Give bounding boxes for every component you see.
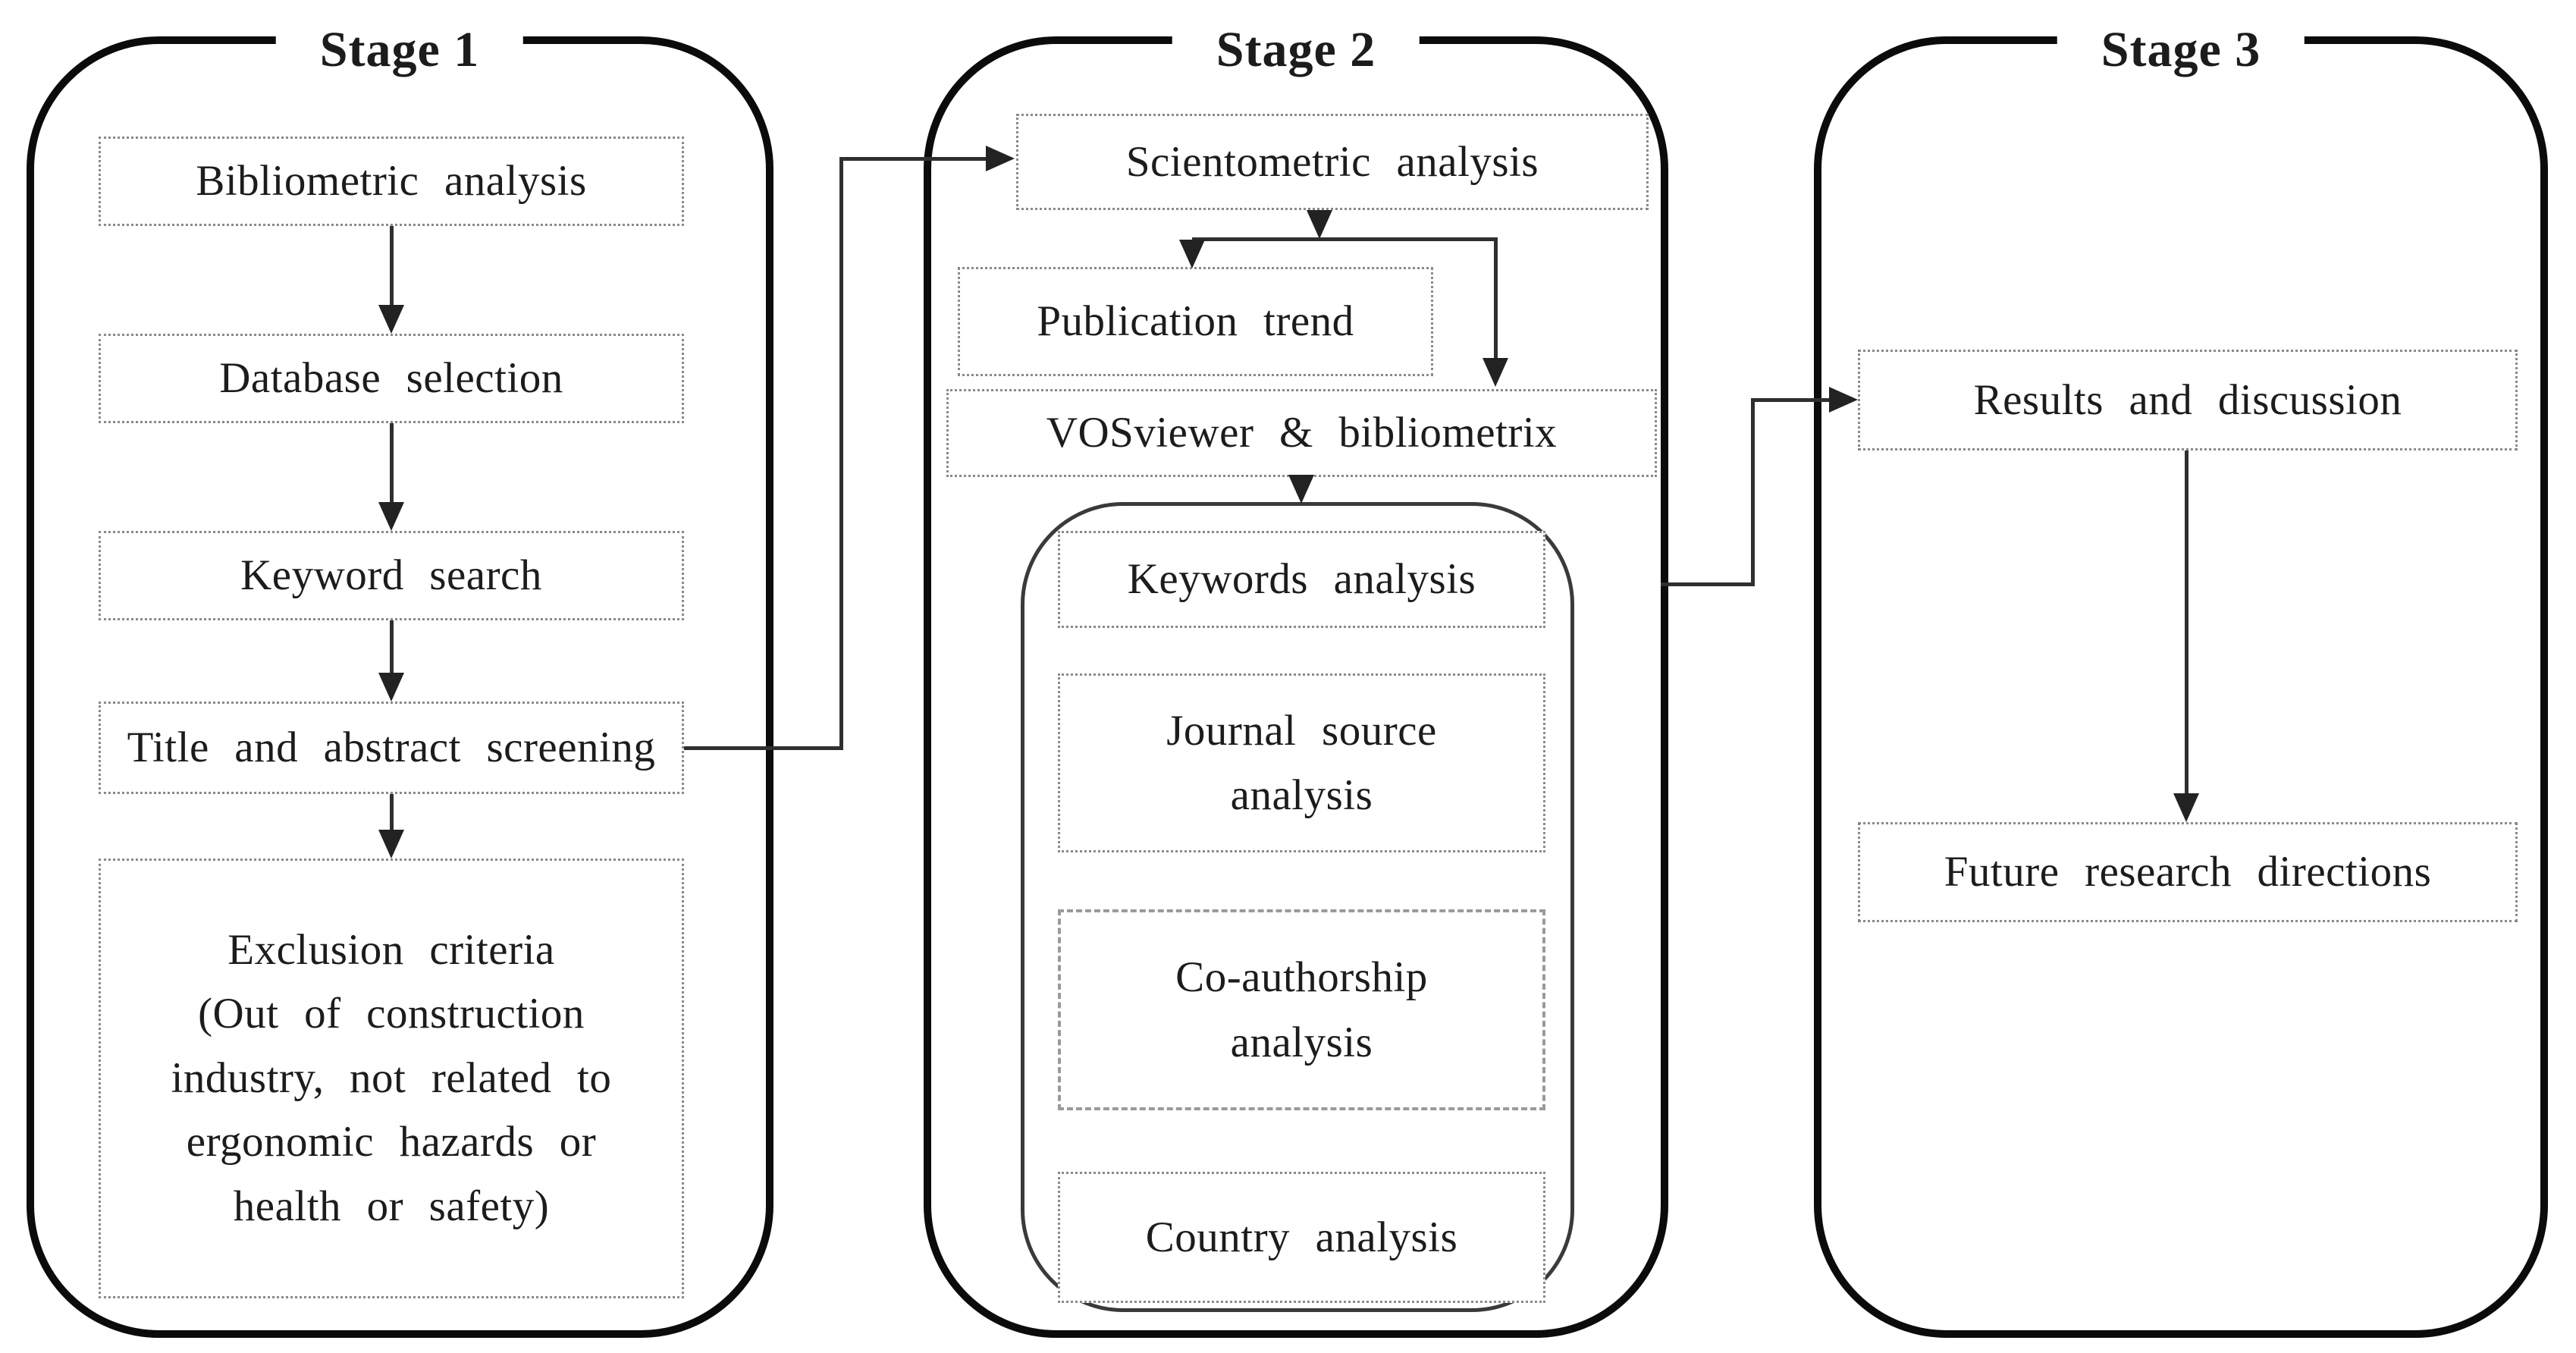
- arrow-database-to-keyword-head: [378, 502, 404, 531]
- box-keyword-search: Keyword search: [99, 531, 684, 620]
- coauthorship-line-1: Co-authorship: [1175, 953, 1428, 1001]
- branch-right-vertical-shaft: [1494, 237, 1498, 359]
- box-results-discussion: Results and discussion: [1858, 350, 2518, 450]
- arrow-screening-to-exclusion-head: [378, 830, 404, 859]
- box-scientometric-analysis: Scientometric analysis: [1016, 114, 1649, 210]
- box-database-selection: Database selection: [99, 334, 684, 423]
- box-scientometric-analysis-label: Scientometric analysis: [1125, 137, 1539, 186]
- box-database-selection-label: Database selection: [219, 354, 563, 403]
- stage3-container: [1814, 36, 2548, 1338]
- arrow-keyword-to-screening-head: [378, 673, 404, 702]
- stage3-title: Stage 3: [2057, 22, 2305, 78]
- exclusion-line-5: health or safety): [233, 1182, 550, 1230]
- coauthorship-line-2: analysis: [1230, 1018, 1373, 1066]
- box-results-discussion-label: Results and discussion: [1973, 375, 2402, 424]
- arrow-branch-to-vosviewer-head: [1483, 358, 1508, 387]
- connector-screening-to-scientometric-bottom-segment: [684, 746, 843, 750]
- box-exclusion-criteria: Exclusion criteria (Out of construction …: [99, 859, 684, 1298]
- arrow-keyword-to-screening-shaft: [390, 620, 394, 674]
- connector-stage2-to-results-head: [1829, 387, 1858, 413]
- box-keyword-search-label: Keyword search: [240, 551, 542, 600]
- box-vosviewer-bibliometrix-label: VOSviewer & bibliometrix: [1046, 409, 1558, 457]
- box-country-analysis-label: Country analysis: [1145, 1213, 1458, 1261]
- box-bibliometric-analysis: Bibliometric analysis: [99, 137, 684, 226]
- exclusion-line-1: Exclusion criteria: [227, 926, 555, 975]
- journal-source-line-2: analysis: [1230, 771, 1373, 819]
- exclusion-line-2: (Out of construction: [198, 990, 585, 1038]
- box-coauthorship-analysis: Co-authorship analysis: [1058, 909, 1545, 1110]
- stage1-title: Stage 1: [275, 22, 524, 78]
- box-title-abstract-screening-label: Title and abstract screening: [127, 724, 656, 772]
- box-title-abstract-screening: Title and abstract screening: [99, 702, 684, 794]
- box-keywords-analysis: Keywords analysis: [1058, 531, 1545, 628]
- box-journal-source-analysis: Journal source analysis: [1058, 673, 1545, 852]
- arrow-bibliometric-to-database-head: [378, 305, 404, 334]
- box-keywords-analysis-label: Keywords analysis: [1127, 555, 1476, 604]
- branch-horizontal-line: [1192, 237, 1498, 241]
- box-future-research-label: Future research directions: [1944, 848, 2432, 896]
- box-vosviewer-bibliometrix: VOSviewer & bibliometrix: [946, 389, 1657, 477]
- arrow-scientometric-to-branch-head: [1307, 210, 1332, 239]
- arrow-results-to-future-shaft: [2185, 450, 2189, 793]
- box-publication-trend-label: Publication trend: [1037, 297, 1354, 346]
- connector-screening-to-scientometric-head: [986, 146, 1015, 171]
- box-country-analysis: Country analysis: [1058, 1172, 1545, 1303]
- box-future-research: Future research directions: [1858, 822, 2518, 922]
- box-publication-trend: Publication trend: [958, 267, 1433, 376]
- arrow-database-to-keyword-shaft: [390, 423, 394, 504]
- exclusion-line-4: ergonomic hazards or: [186, 1118, 597, 1166]
- arrow-bibliometric-to-database-shaft: [390, 226, 394, 306]
- scientometric-methods-frame: [1021, 502, 1574, 1312]
- journal-source-line-1: Journal source: [1166, 706, 1437, 755]
- arrow-screening-to-exclusion-shaft: [390, 794, 394, 831]
- connector-screening-to-scientometric-top-segment: [839, 157, 987, 161]
- connector-stage2-to-results-bottom-segment: [1661, 582, 1755, 586]
- arrow-vosviewer-to-inner-head: [1288, 475, 1314, 504]
- arrow-results-to-future-head: [2173, 793, 2199, 822]
- arrow-branch-to-publication-head: [1179, 240, 1205, 268]
- connector-stage2-to-results-top-segment: [1751, 398, 1829, 402]
- connector-screening-to-scientometric-vertical-segment: [839, 157, 843, 750]
- exclusion-line-3: industry, not related to: [171, 1053, 612, 1102]
- stage2-title: Stage 2: [1172, 22, 1420, 78]
- box-bibliometric-analysis-label: Bibliometric analysis: [196, 157, 587, 206]
- connector-stage2-to-results-vertical-segment: [1751, 398, 1755, 586]
